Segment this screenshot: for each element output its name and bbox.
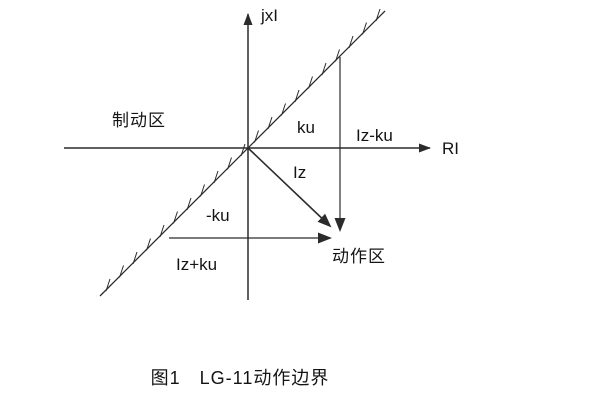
iz-phasor-arrow: [247, 147, 332, 228]
x-axis-label: RI: [442, 139, 459, 158]
restraint-region-label: 制动区: [112, 111, 166, 130]
figure-caption: 图1 LG-11动作边界: [151, 368, 330, 388]
ku-label: ku: [297, 118, 315, 137]
boundary-line: [99, 10, 386, 297]
neg-ku-label: -ku: [206, 206, 230, 225]
y-axis-label: jxI: [260, 6, 278, 25]
iz-plus-ku-label: Iz+ku: [176, 255, 217, 274]
iz-label: Iz: [293, 163, 306, 182]
operate-region-label: 动作区: [332, 247, 386, 266]
iz-minus-ku-label: Iz-ku: [356, 126, 393, 145]
